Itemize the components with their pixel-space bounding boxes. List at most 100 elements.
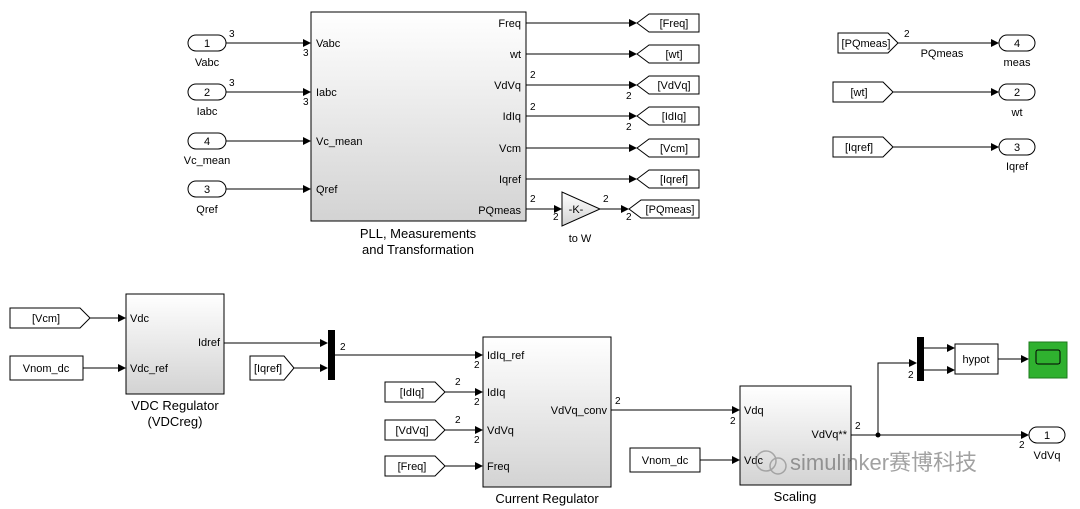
pll-measurement-block[interactable]: Vabc Iabc Vc_mean Qref Freq wt VdVq IdIq…	[310, 11, 527, 222]
svg-text:2: 2	[1014, 87, 1020, 99]
svg-text:[Iqref]: [Iqref]	[660, 174, 688, 186]
svg-text:3: 3	[229, 78, 235, 89]
scope-block[interactable]	[1028, 341, 1068, 379]
wires-vdc-to-mux	[224, 339, 328, 372]
mux-bar[interactable]	[328, 330, 335, 380]
svg-text:2: 2	[603, 194, 609, 205]
goto-pqmeas[interactable]: [PQmeas]	[628, 199, 700, 219]
inport-label: Vc_mean	[184, 155, 230, 167]
gain-block[interactable]: -K-	[561, 191, 602, 227]
from-vdvq[interactable]: [VdVq]	[384, 419, 446, 441]
vdc-regulator-block[interactable]: Vdc Vdc_ref Idref	[125, 293, 225, 395]
inport-vc-mean[interactable]: 4 Vc_mean	[184, 132, 230, 167]
svg-text:2: 2	[530, 70, 536, 81]
goto-freq[interactable]: [Freq]	[636, 13, 700, 33]
from-vcm[interactable]: [Vcm]	[9, 307, 91, 329]
from-pqmeas[interactable]: [PQmeas]	[837, 32, 899, 54]
constant-vnom-dc[interactable]: Vnom_dc	[9, 355, 84, 381]
arrow	[991, 88, 999, 96]
goto-idiq[interactable]: [IdIq]	[636, 106, 700, 126]
arrow	[732, 406, 740, 414]
current-reg-caption: Current Regulator	[495, 491, 599, 506]
svg-text:2: 2	[1019, 440, 1025, 451]
arrow	[475, 351, 483, 359]
vdc-caption: VDC Regulator	[131, 398, 219, 413]
mux-bar-2[interactable]	[917, 337, 924, 381]
svg-text:IdIq_ref: IdIq_ref	[487, 350, 525, 362]
wires-inports-to-pll: 3 3 3 3	[226, 29, 311, 193]
from-iqref[interactable]: [Iqref]	[832, 136, 894, 158]
signal-label: PQmeas	[921, 48, 964, 60]
gain-caption: to W	[569, 233, 592, 245]
pll-caption-2: and Transformation	[362, 242, 474, 257]
width-label: 2	[340, 342, 346, 353]
outport-wt[interactable]: 2 wt	[998, 83, 1036, 119]
inport-vabc[interactable]: 1 Vabc	[187, 34, 227, 69]
arrow	[947, 366, 955, 374]
inport-iabc[interactable]: 2 Iabc	[187, 83, 227, 118]
svg-text:2: 2	[474, 397, 480, 408]
svg-text:[Vcm]: [Vcm]	[32, 313, 60, 325]
svg-text:3: 3	[229, 29, 235, 40]
svg-text:Vc_mean: Vc_mean	[316, 136, 362, 148]
outport-meas[interactable]: 4 meas	[998, 34, 1036, 69]
outport-iqref[interactable]: 3 Iqref	[998, 138, 1036, 173]
svg-text:[Iqref]: [Iqref]	[254, 363, 282, 375]
svg-text:-K-: -K-	[569, 204, 584, 216]
svg-text:[Freq]: [Freq]	[398, 461, 427, 473]
svg-text:[Vcm]: [Vcm]	[660, 143, 688, 155]
svg-text:Freq: Freq	[487, 461, 510, 473]
goto-vcm[interactable]: [Vcm]	[636, 138, 700, 158]
from-wt[interactable]: [wt]	[832, 81, 894, 103]
goto-iqref[interactable]: [Iqref]	[636, 169, 700, 189]
current-regulator-block[interactable]: IdIq_ref IdIq VdVq Freq VdVq_conv	[482, 336, 612, 488]
svg-text:Vnom_dc: Vnom_dc	[23, 363, 70, 375]
svg-text:2: 2	[455, 415, 461, 426]
from-iqref-mux[interactable]: [Iqref]	[249, 355, 295, 381]
svg-text:3: 3	[1014, 142, 1020, 154]
arrow	[991, 39, 999, 47]
svg-text:Vdq: Vdq	[744, 405, 764, 417]
svg-text:IdIq: IdIq	[503, 111, 521, 123]
svg-text:VdVq: VdVq	[1034, 450, 1061, 462]
inport-label: Vabc	[195, 57, 220, 69]
svg-text:2: 2	[530, 194, 536, 205]
svg-text:[wt]: [wt]	[850, 87, 867, 99]
svg-text:simulinker赛博科技: simulinker赛博科技	[790, 450, 977, 475]
arrow	[732, 456, 740, 464]
svg-text:VdVq: VdVq	[494, 80, 521, 92]
inport-label: Iabc	[197, 106, 218, 118]
svg-text:2: 2	[855, 421, 861, 432]
inport-qref[interactable]: 3 Qref	[187, 180, 227, 216]
from-freq[interactable]: [Freq]	[384, 455, 446, 477]
svg-text:VdVq: VdVq	[487, 425, 514, 437]
arrow	[1021, 355, 1029, 363]
svg-text:Vdc: Vdc	[130, 313, 149, 325]
from-idiq[interactable]: [IdIq]	[384, 381, 446, 403]
svg-text:2: 2	[553, 212, 559, 223]
pll-caption: PLL, Measurements	[360, 226, 477, 241]
svg-text:2: 2	[204, 87, 210, 99]
svg-text:PQmeas: PQmeas	[478, 205, 521, 217]
hypot-block[interactable]: hypot	[954, 343, 999, 375]
svg-text:Vcm: Vcm	[499, 143, 521, 155]
goto-wt[interactable]: [wt]	[636, 44, 700, 64]
svg-text:2: 2	[530, 102, 536, 113]
svg-text:[wt]: [wt]	[665, 49, 682, 61]
svg-text:Vabc: Vabc	[316, 38, 341, 50]
svg-text:hypot: hypot	[963, 354, 990, 366]
constant-vnom-dc-2[interactable]: Vnom_dc	[629, 447, 701, 473]
svg-text:[Iqref]: [Iqref]	[845, 142, 873, 154]
svg-text:IdIq: IdIq	[487, 387, 505, 399]
svg-text:Iabc: Iabc	[316, 87, 337, 99]
outport-vdvq[interactable]: 1 VdVq	[1028, 426, 1066, 462]
svg-text:Idref: Idref	[198, 337, 221, 349]
svg-text:2: 2	[626, 91, 632, 102]
svg-text:1: 1	[1044, 430, 1050, 442]
svg-text:VdVq_conv: VdVq_conv	[551, 405, 608, 417]
svg-text:[PQmeas]: [PQmeas]	[646, 204, 695, 216]
goto-vdvq[interactable]: [VdVq]	[636, 75, 700, 95]
scaling-caption: Scaling	[774, 489, 817, 504]
width-label: 2	[730, 416, 736, 427]
